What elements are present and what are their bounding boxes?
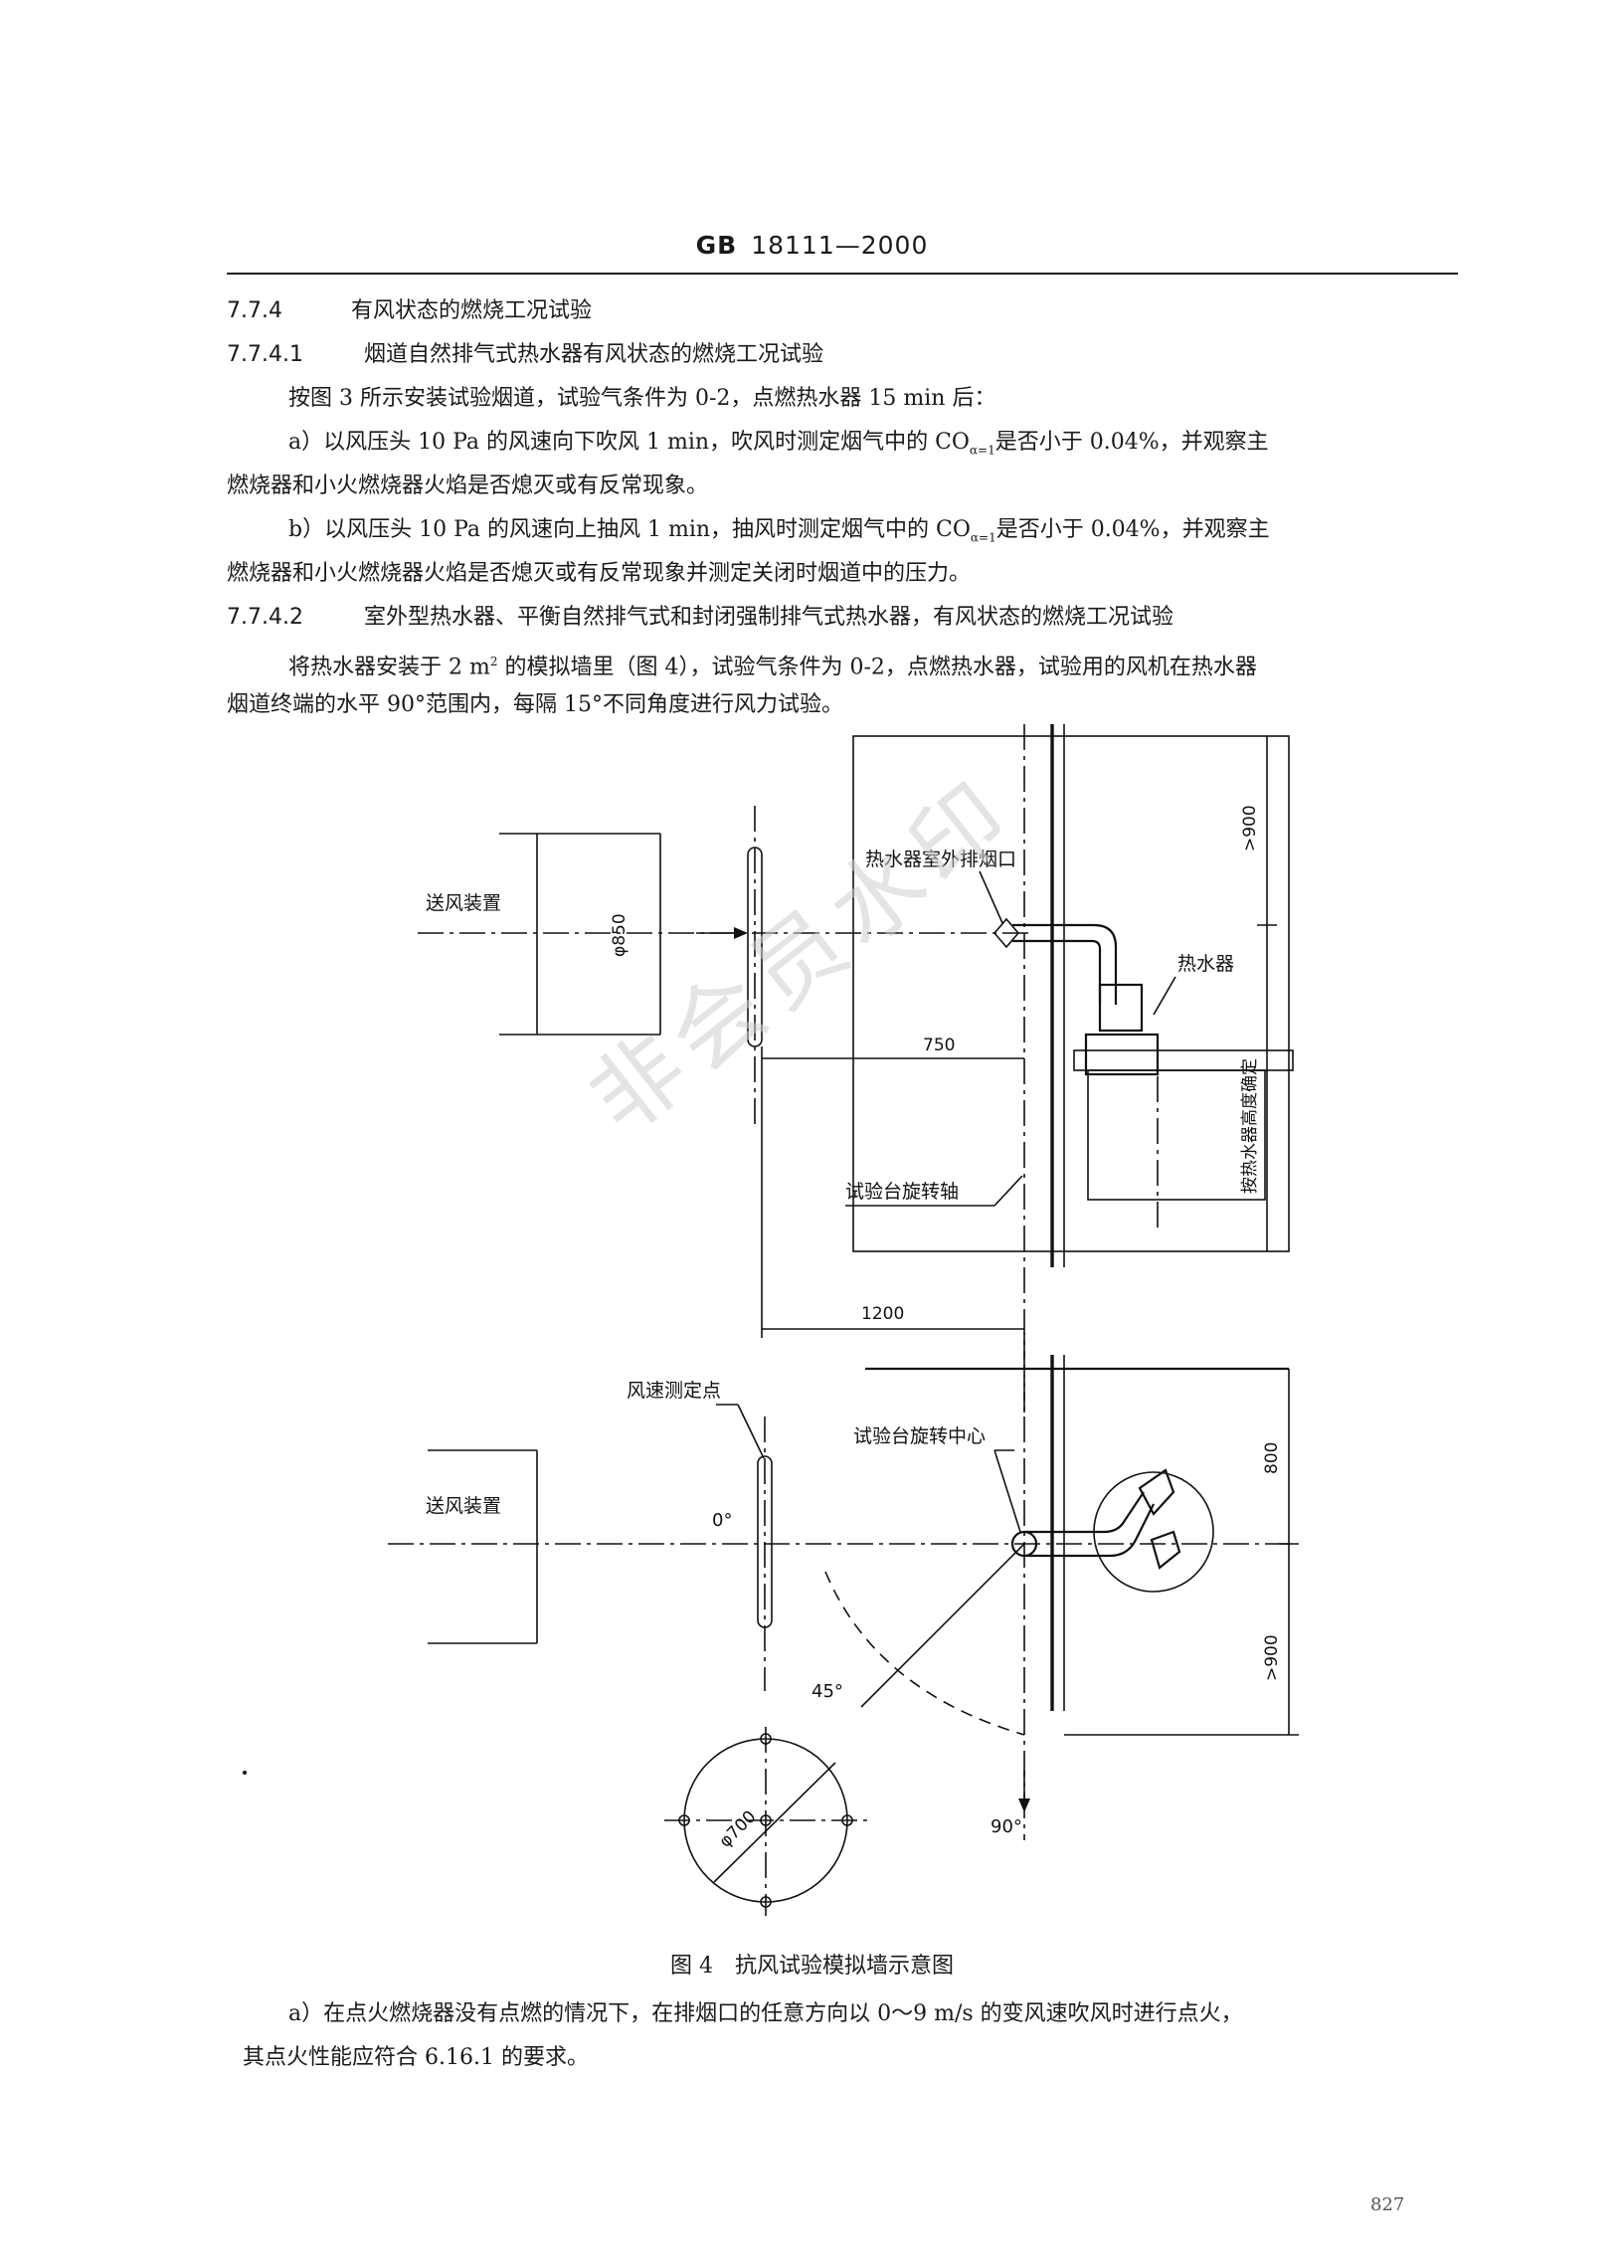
dim-850: φ850 [610,913,630,957]
heater-label: 热水器 [1177,953,1234,975]
axis-label: 试验台旋转轴 [845,1181,959,1203]
point-right [841,1814,853,1826]
sweep-arc [824,1571,1025,1736]
figure-caption: 图 4 抗风试验模拟墙示意图 [670,1954,954,1979]
page-header: GB 18111—2000 [0,231,1624,260]
height-label: 按热水器高度确定 [1240,1058,1260,1194]
center-leader-b [993,1449,1021,1533]
dim-1200: 1200 [861,1304,904,1324]
angle-45: 45° [812,1681,843,1702]
item-b-line2: 燃烧器和小火燃烧器火焰是否熄灭或有反常现象并测定关闭时烟道中的压力。 [227,561,972,586]
simulated-wall-outline [852,735,1290,1252]
dim-700: φ700 [715,1807,760,1852]
heater-rotation-circle [1093,1471,1214,1593]
item-a-line2: 燃烧器和小火燃烧器火焰是否熄灭或有反常现象。 [227,473,709,498]
axis-leader-end [993,1175,1023,1207]
flue-pipe-outer [1012,923,1118,1005]
header-rule [227,273,1458,275]
point-top [760,1733,772,1745]
speed-leader-b [737,1404,765,1459]
pipe-bottom-upper [1024,1491,1145,1534]
paragraph-line: 将热水器安装于 2 m2 的模拟墙里（图 4），试验气条件为 0-2，点燃热水器… [288,655,1257,680]
heater-mount [1073,1049,1294,1071]
after-line-1: a）在点火燃烧器没有点燃的情况下，在排烟口的任意方向以 0～9 m/s 的变风速… [288,2001,1243,2026]
standard-prefix: GB [695,231,738,260]
45-degree-line [860,1543,1025,1708]
point-left [678,1814,690,1826]
heater-body-top [1084,1033,1160,1076]
item-b-line1: b）以风压头 10 Pa 的风速向上抽风 1 min，抽风时测定烟气中的 COα… [288,517,1270,545]
after-line-2: 其点火性能应符合 6.16.1 的要求。 [243,2045,589,2070]
heater-leader [1153,976,1176,1016]
paragraph-line: 按图 3 所示安装试验烟道，试验气条件为 0-2，点燃热水器 15 min 后： [288,386,996,411]
point-bottom [760,1896,772,1908]
arrow-head [734,927,748,939]
page-number: 827 [1370,2194,1405,2215]
heater-body [1087,1069,1266,1201]
paragraph-line: 烟道终端的水平 90°范围内，每隔 15°不同角度进行风力试验。 [227,692,843,717]
fan-label-bottom: 送风装置 [426,1495,501,1517]
center-label: 试验台旋转中心 [853,1425,986,1447]
heater-top-view-b [1150,1530,1181,1570]
outlet-label: 热水器室外排烟口 [865,849,1016,870]
heater-top-view [1138,1468,1175,1516]
point-center [760,1814,772,1826]
flue-pipe-inner [1012,939,1102,1005]
pipe-bottom-lower [1024,1503,1155,1558]
item-a-line1: a）以风压头 10 Pa 的风速向下吹风 1 min，吹风时测定烟气中的 COα… [288,430,1269,458]
dim-750: 750 [923,1036,955,1055]
fan-label-top: 送风装置 [426,892,501,914]
dim-800: 800 [1262,1442,1282,1474]
outlet-leader [979,870,1003,924]
angle-0: 0° [712,1510,732,1531]
axis-arrow [1018,1798,1030,1812]
outlet-cap [992,917,1020,949]
circle-diameter [713,1762,836,1883]
dim-900-bottom: >900 [1262,1634,1282,1681]
heater-top-unit [1098,983,1144,1033]
speed-point-label: 风速测定点 [627,1380,721,1402]
scan-speck [243,1771,247,1775]
angle-90: 90° [991,1816,1022,1837]
standard-number: 18111—2000 [751,231,929,260]
dim-900-top: >900 [1240,805,1260,851]
